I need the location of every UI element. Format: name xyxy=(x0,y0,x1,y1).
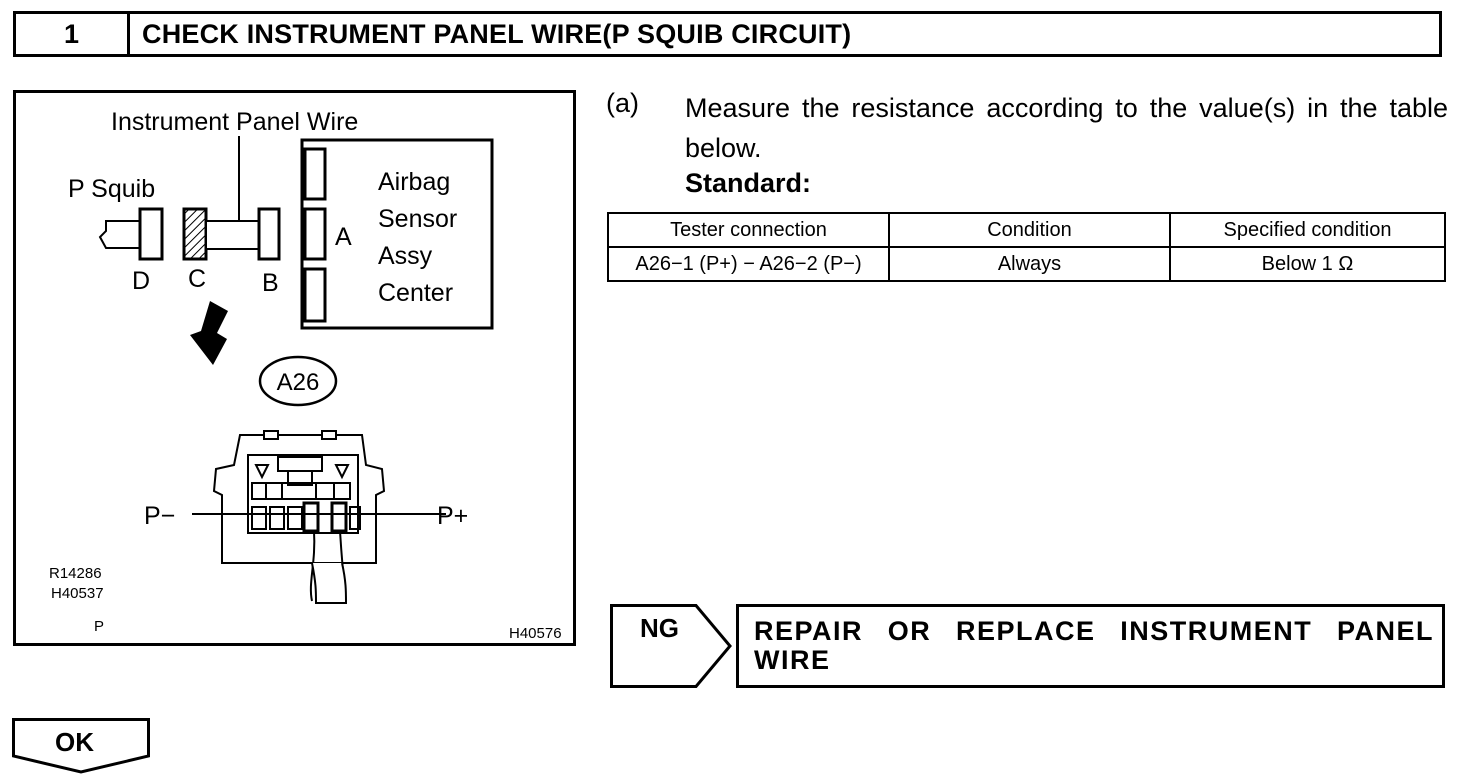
connector-front-view xyxy=(212,430,386,604)
sensor-slot-top xyxy=(303,147,327,201)
connector-d-label: D xyxy=(132,267,150,295)
ok-tag-shape xyxy=(12,718,150,774)
step-number: 1 xyxy=(16,14,130,54)
connector-d-shape xyxy=(138,207,164,261)
ref-code-1: R14286 xyxy=(49,565,102,582)
wiring-figure: Instrument Panel Wire P Squib D C B A Ai… xyxy=(13,90,576,646)
connector-a-label: A xyxy=(335,223,352,251)
sensor-line-2: Sensor xyxy=(378,205,457,233)
step-header: 1 CHECK INSTRUMENT PANEL WIRE(P SQUIB CI… xyxy=(13,11,1442,57)
connector-c-shape xyxy=(182,207,208,261)
connector-b-label: B xyxy=(262,269,279,297)
step-substep-label: (a) xyxy=(606,88,639,118)
spec-table-header: Tester connection Condition Specified co… xyxy=(607,212,1446,248)
down-arrow-icon xyxy=(190,301,228,365)
sensor-slot-a xyxy=(303,207,327,261)
ok-label: OK xyxy=(55,727,94,757)
sensor-slot-bottom xyxy=(303,267,327,323)
column-header: Tester connection xyxy=(607,212,890,248)
airbag-sensor-box xyxy=(300,138,494,330)
squib-plug xyxy=(98,220,143,249)
column-header: Condition xyxy=(888,212,1171,248)
standard-label: Standard: xyxy=(685,168,812,198)
table-row: A26−1 (P+) − A26−2 (P−) Always Below 1 Ω xyxy=(607,246,1446,282)
wire-body xyxy=(205,220,262,250)
figure-id: H40576 xyxy=(509,625,562,642)
wiring-diagram: Instrument Panel Wire P Squib D C B A Ai… xyxy=(49,108,562,642)
ng-label: NG xyxy=(640,613,679,643)
step-instruction: Measure the resistance according to the … xyxy=(685,93,1448,163)
column-header: Specified condition xyxy=(1169,212,1446,248)
spec-table: Tester connection Condition Specified co… xyxy=(607,212,1446,282)
ref-code-2: H40537 xyxy=(51,585,104,602)
pin-minus-label: P− xyxy=(144,502,175,530)
connector-b-shape xyxy=(257,207,281,261)
connector-id-label: A26 xyxy=(277,369,320,396)
step-title: CHECK INSTRUMENT PANEL WIRE(P SQUIB CIRC… xyxy=(142,18,852,49)
connector-c-label: C xyxy=(188,265,206,293)
sensor-line-4: Center xyxy=(378,279,453,307)
wire-label: Instrument Panel Wire xyxy=(111,108,358,136)
ng-action-text: REPAIR OR REPLACE INSTRUMENT PANEL WIRE xyxy=(754,616,1434,675)
connector-id-ellipse xyxy=(258,355,338,407)
pin-plus-label: P+ xyxy=(437,502,468,530)
table-cell: Always xyxy=(888,246,1171,282)
ref-code-3: P xyxy=(94,618,104,635)
sensor-line-1: Airbag xyxy=(378,168,450,196)
squib-label: P Squib xyxy=(68,175,155,203)
ng-tag-shape xyxy=(610,604,732,688)
table-cell: Below 1 Ω xyxy=(1169,246,1446,282)
ng-action-box: REPAIR OR REPLACE INSTRUMENT PANEL WIRE xyxy=(736,604,1445,688)
sensor-line-3: Assy xyxy=(378,242,433,270)
table-cell: A26−1 (P+) − A26−2 (P−) xyxy=(607,246,890,282)
